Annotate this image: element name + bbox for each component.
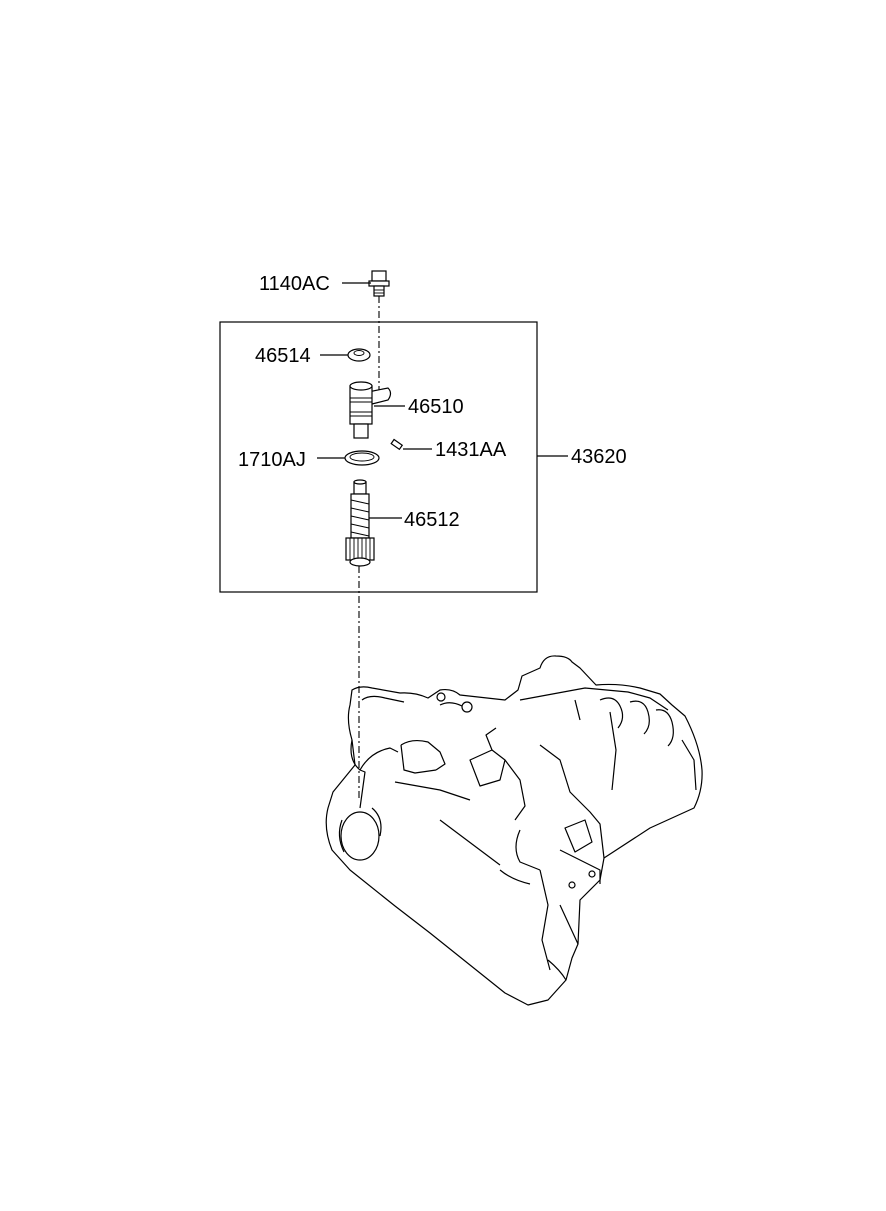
transaxle-icon <box>325 655 703 1006</box>
sleeve-icon <box>349 381 392 439</box>
label-pin: 1431AA <box>435 439 507 461</box>
label-assembly: 43620 <box>571 446 627 468</box>
bushing-icon <box>347 348 371 362</box>
label-gear: 46512 <box>404 509 460 531</box>
pin-icon <box>390 438 404 451</box>
gear-icon <box>345 479 375 567</box>
o-ring-icon <box>344 450 380 466</box>
label-o-ring: 1710AJ <box>238 449 306 471</box>
label-sleeve: 46510 <box>408 396 464 418</box>
bolt-icon <box>368 270 390 297</box>
label-bolt: 1140AC <box>259 273 330 295</box>
label-bushing: 46514 <box>255 345 311 367</box>
